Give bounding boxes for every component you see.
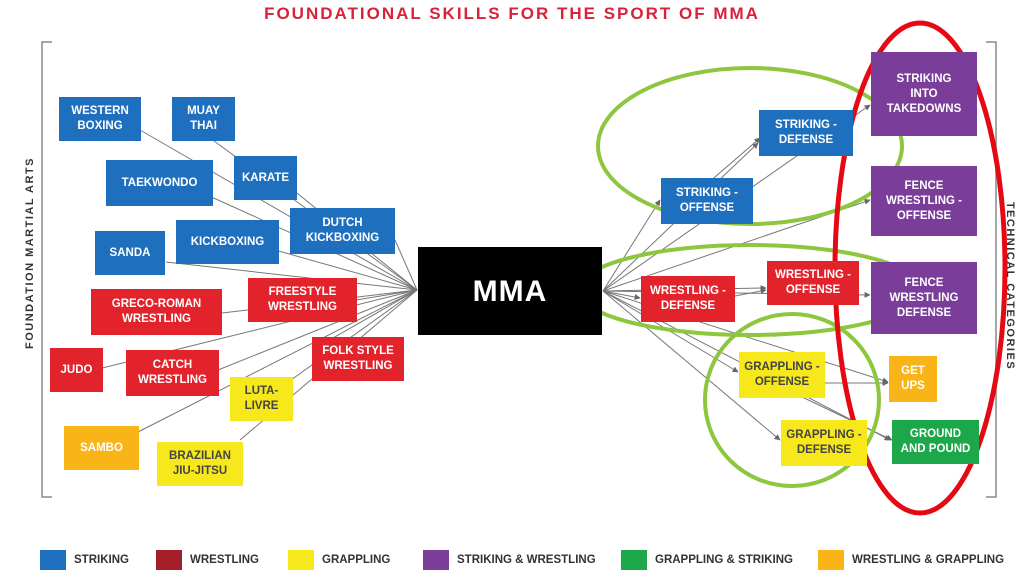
box-wrestling-offense: WRESTLING - OFFENSE	[767, 261, 859, 305]
annotation-green-grappling	[703, 312, 881, 488]
box-ground-and-pound: GROUND AND POUND	[892, 420, 979, 464]
box-get-ups: GET UPS	[889, 356, 937, 402]
box-judo: JUDO	[50, 348, 103, 392]
box-wrestling-defense: WRESTLING - DEFENSE	[641, 276, 735, 322]
legend-swatch	[288, 550, 314, 570]
box-taekwondo: TAEKWONDO	[106, 160, 213, 206]
box-striking-into-takedowns: STRIKING INTO TAKEDOWNS	[871, 52, 977, 136]
left-bracket	[41, 41, 52, 498]
legend-item-wrestling: WRESTLING	[156, 549, 259, 571]
box-kickboxing: KICKBOXING	[176, 220, 279, 264]
diagram-title: FOUNDATIONAL SKILLS FOR THE SPORT OF MMA	[264, 4, 760, 23]
box-mma: MMA	[418, 247, 602, 335]
box-sambo: SAMBO	[64, 426, 139, 470]
legend-swatch	[621, 550, 647, 570]
box-western-boxing: WESTERN BOXING	[59, 97, 141, 141]
box-folk-style: FOLK STYLE WRESTLING	[312, 337, 404, 381]
box-luta-livre: LUTA- LIVRE	[230, 377, 293, 421]
box-striking-defense: STRIKING - DEFENSE	[759, 110, 853, 156]
box-muay-thai: MUAY THAI	[172, 97, 235, 141]
box-bjj: BRAZILIAN JIU-JITSU	[157, 442, 243, 486]
legend-swatch	[156, 550, 182, 570]
annotation-green-striking	[596, 66, 904, 226]
box-fence-wrestling-defense: FENCE WRESTLING DEFENSE	[871, 262, 977, 334]
legend-swatch	[40, 550, 66, 570]
legend-swatch	[818, 550, 844, 570]
box-karate: KARATE	[234, 156, 297, 200]
box-grappling-offense: GRAPPLING - OFFENSE	[739, 352, 825, 398]
box-dutch-kickboxing: DUTCH KICKBOXING	[290, 208, 395, 254]
box-freestyle: FREESTYLE WRESTLING	[248, 278, 357, 322]
box-greco-roman: GRECO-ROMAN WRESTLING	[91, 289, 222, 335]
legend-label: GRAPPLING	[322, 554, 391, 566]
legend-label: WRESTLING	[190, 554, 259, 566]
legend-item-striking: STRIKING	[40, 549, 129, 571]
legend-swatch	[423, 550, 449, 570]
box-grappling-defense: GRAPPLING - DEFENSE	[781, 420, 867, 466]
right-bracket	[986, 41, 997, 498]
box-sanda: SANDA	[95, 231, 165, 275]
box-catch-wrestling: CATCH WRESTLING	[126, 350, 219, 396]
right-axis-label: TECHNICAL CATEGORIES	[1004, 201, 1016, 371]
legend-label: STRIKING	[74, 554, 129, 566]
left-axis-label: FOUNDATION MARTIAL ARTS	[24, 157, 36, 349]
box-striking-offense: STRIKING - OFFENSE	[661, 178, 753, 224]
legend-item-wrestling-grappling: WRESTLING & GRAPPLING	[818, 549, 1004, 571]
box-fence-wrestling-offense: FENCE WRESTLING - OFFENSE	[871, 166, 977, 236]
legend-label: WRESTLING & GRAPPLING	[852, 554, 1005, 566]
legend-item-grappling-striking: GRAPPLING & STRIKING	[621, 549, 793, 571]
legend-item-grappling: GRAPPLING	[288, 549, 390, 571]
legend-item-striking-wrestling: STRIKING & WRESTLING	[423, 549, 596, 571]
legend-label: GRAPPLING & STRIKING	[655, 554, 794, 566]
legend-label: STRIKING & WRESTLING	[457, 554, 596, 566]
